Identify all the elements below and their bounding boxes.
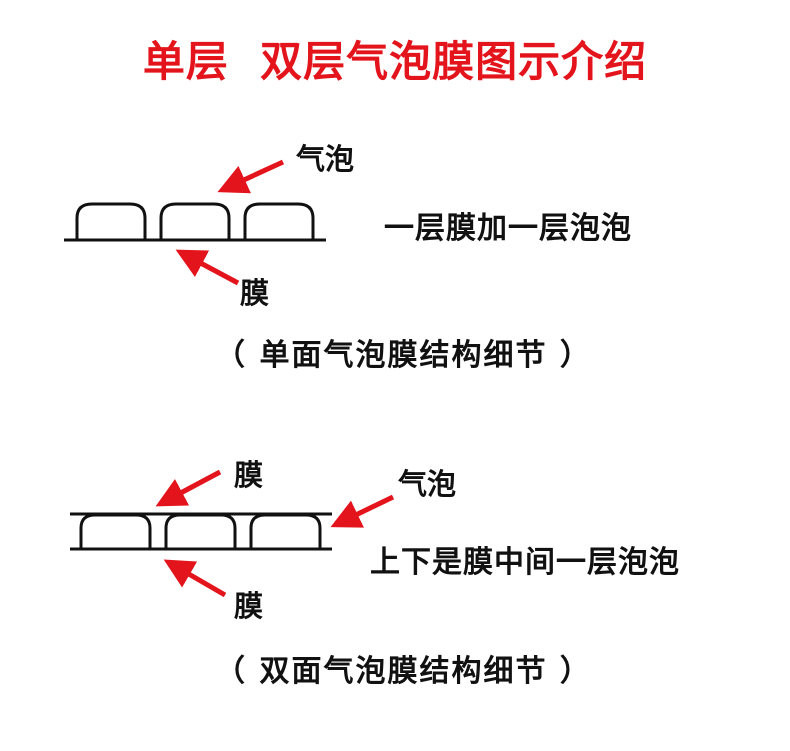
double-bottom-film-label: 膜 [234, 589, 264, 623]
double-layer-caption: （ 双面气泡膜结构细节 ） [215, 654, 592, 689]
double-bubble-3 [249, 513, 322, 549]
single-bubble-1 [75, 202, 147, 240]
arrow-to-bottom-film-icon [163, 559, 227, 598]
single-layer-description: 一层膜加一层泡泡 [384, 211, 632, 246]
double-layer-diagram [70, 469, 395, 598]
double-bubble-label: 气泡 [398, 467, 457, 501]
single-bubble-2 [159, 202, 231, 240]
single-layer-diagram [64, 159, 326, 286]
arrow-to-bubble-icon [217, 159, 285, 194]
single-bubble-3 [243, 202, 315, 240]
single-layer-caption: （ 单面气泡膜结构细节 ） [215, 338, 592, 373]
double-top-film-label: 膜 [234, 458, 264, 492]
arrow-to-top-film-icon [155, 469, 222, 507]
double-bubble-1 [79, 513, 152, 549]
page-title: 单层 双层气泡膜图示介绍 [142, 37, 648, 86]
double-bubble-2 [164, 513, 237, 549]
arrow-to-double-bubble-icon [330, 494, 395, 528]
arrow-to-film-icon [175, 249, 240, 286]
single-film-label: 膜 [240, 276, 270, 310]
double-layer-description: 上下是膜中间一层泡泡 [370, 545, 680, 580]
single-bubble-label: 气泡 [296, 142, 355, 176]
